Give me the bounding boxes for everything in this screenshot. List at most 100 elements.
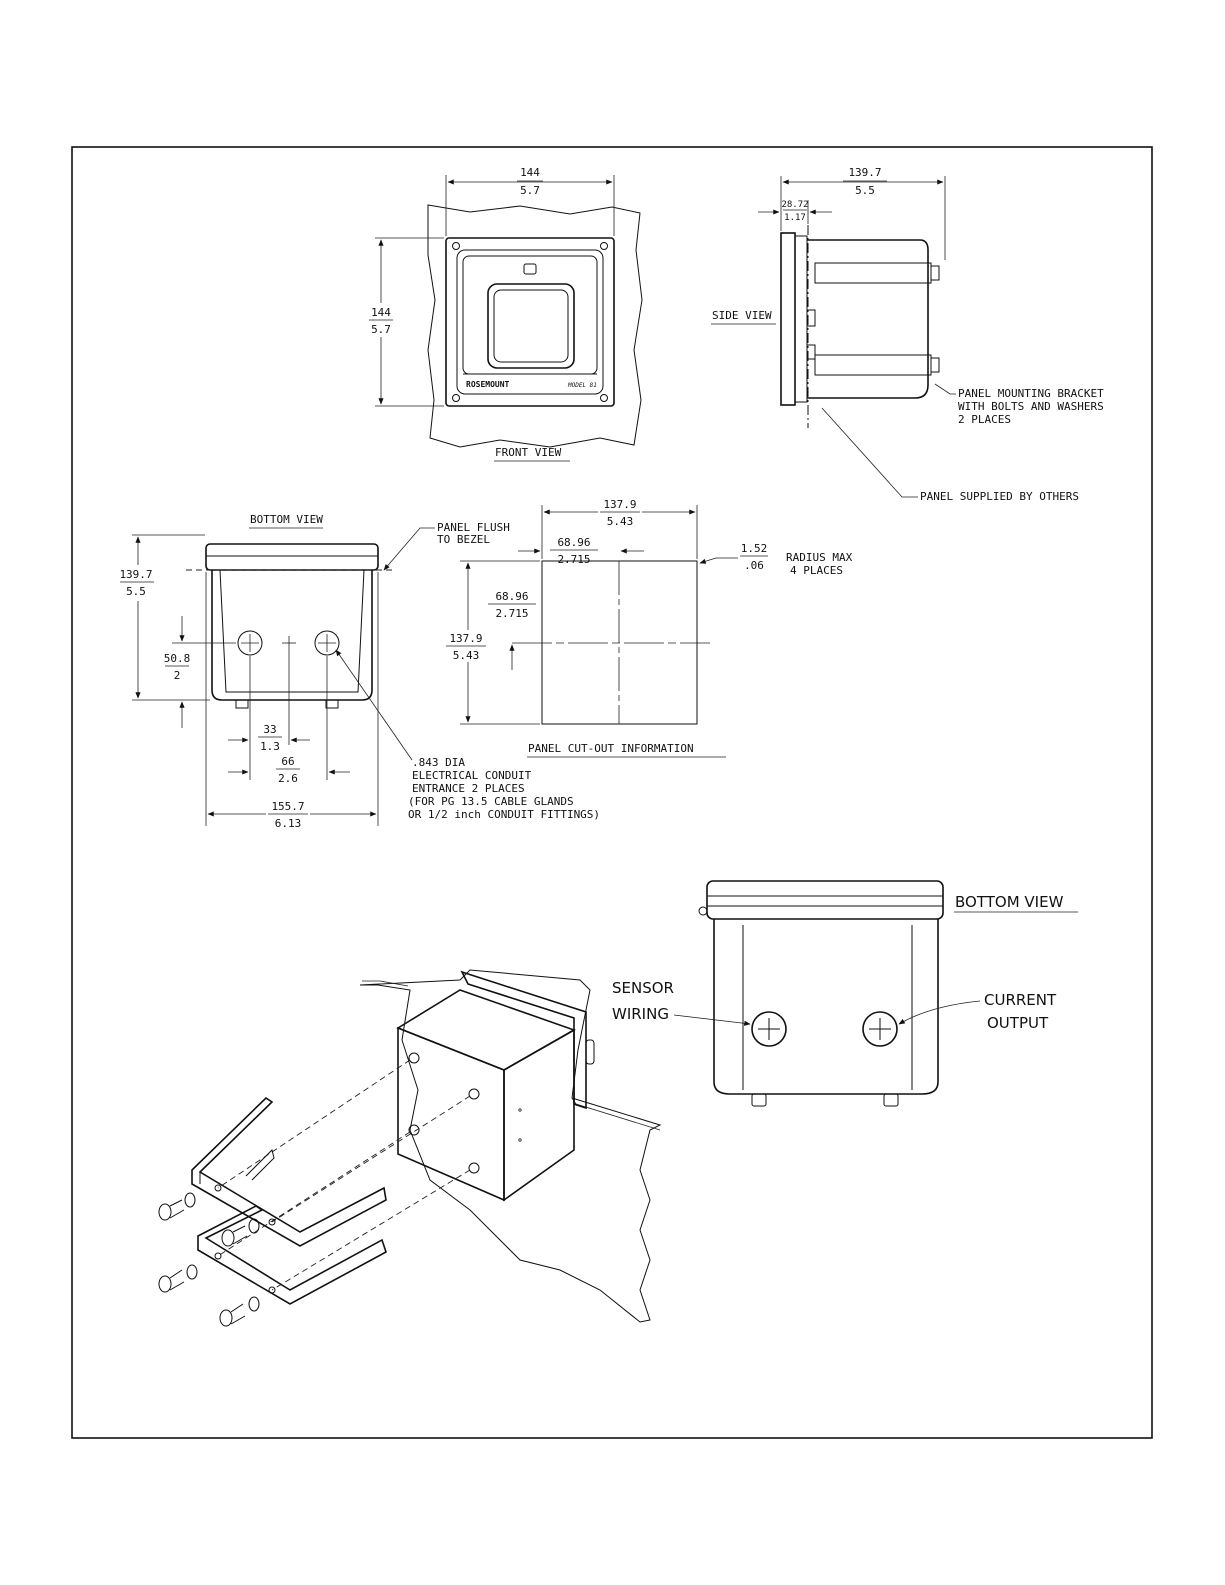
washer-icon <box>184 1192 196 1208</box>
iso-box-side <box>503 1028 575 1202</box>
conduit-leader <box>335 649 413 761</box>
conduit-note-3: ENTRANCE 2 PLACES <box>412 782 525 795</box>
radius-note-2: 4 PLACES <box>790 564 843 577</box>
spacing-mm: 66 <box>281 755 294 768</box>
side-bracket-bottom <box>814 354 932 376</box>
sensor-leader <box>673 1014 751 1026</box>
front-view: ROSEMOUNT MODEL 81 144 5.7 144 5.7 FRONT… <box>367 166 643 462</box>
side-depth-mm: 139.7 <box>848 166 881 179</box>
side-bezel <box>780 232 796 406</box>
washer-icon <box>248 1296 260 1312</box>
sensor-label-1: SENSOR <box>612 979 674 997</box>
conduit-note-4: (FOR PG 13.5 CABLE GLANDS <box>408 795 574 808</box>
front-bezel-inner <box>456 249 604 395</box>
half-spacing-mm: 33 <box>263 723 276 736</box>
large-bottom-title: BOTTOM VIEW <box>955 893 1064 911</box>
bolt-icon <box>219 1296 260 1327</box>
radius-in: .06 <box>744 559 764 572</box>
side-body <box>807 239 929 399</box>
side-depth-in: 5.5 <box>855 184 875 197</box>
front-indicator <box>523 263 537 275</box>
bottom-depth-mm: 139.7 <box>119 568 152 581</box>
bolt-hole-icon <box>468 1088 480 1100</box>
cutout-half-width-in: 2.715 <box>557 553 590 566</box>
front-bezel <box>445 237 615 407</box>
large-body <box>713 919 939 1095</box>
panel-leader <box>821 407 918 498</box>
washer-icon <box>186 1264 198 1280</box>
flush-note-1: PANEL FLUSH <box>437 521 510 534</box>
screw-icon <box>452 242 460 250</box>
output-conduit-icon <box>862 1011 898 1047</box>
conduit-note-1: .843 DIA <box>412 756 465 769</box>
iso-bezel <box>460 970 587 1110</box>
cutout-half-height-mm: 68.96 <box>495 590 528 603</box>
side-bezel-mm: 28.72 <box>781 200 808 210</box>
radius-mm: 1.52 <box>741 542 768 555</box>
bracket-leader <box>934 383 956 395</box>
half-spacing-in: 1.3 <box>260 740 280 753</box>
sensor-conduit-icon <box>751 1011 787 1047</box>
front-brand: ROSEMOUNT <box>466 380 510 389</box>
bracket-note-1: PANEL MOUNTING BRACKET <box>958 387 1104 400</box>
flush-note-2: TO BEZEL <box>437 533 490 546</box>
side-view: 139.7 5.5 28.72 1.17 SIDE VIEW PANEL MOU… <box>711 166 1104 503</box>
cutout-outline <box>541 560 698 725</box>
bolt-hole-icon <box>408 1124 420 1136</box>
cutout-title: PANEL CUT-OUT INFORMATION <box>528 742 694 755</box>
iso-panel <box>359 969 662 1323</box>
bolt-icon <box>158 1192 196 1221</box>
bottom-view-large: BOTTOM VIEW SENSOR WIRING CURRENT OUTPUT <box>612 880 1078 1107</box>
front-width-in: 5.7 <box>520 184 540 197</box>
cutout-width-in: 5.43 <box>607 515 634 528</box>
conduit-note-5: OR 1/2 inch CONDUIT FITTINGS) <box>408 808 600 821</box>
bottom-bracket <box>197 1205 387 1305</box>
hole-height-mm: 50.8 <box>164 652 191 665</box>
conduit-note-2: ELECTRICAL CONDUIT <box>412 769 532 782</box>
bracket-note-3: 2 PLACES <box>958 413 1011 426</box>
screw-icon <box>600 394 608 402</box>
bottom-view: BOTTOM VIEW PANEL FLUSH TO BEZEL 139.7 5… <box>118 513 600 830</box>
isometric-assembly <box>158 969 662 1327</box>
panel-note: PANEL SUPPLIED BY OTHERS <box>920 490 1079 503</box>
bottom-bezel <box>205 543 379 571</box>
cutout-height-mm: 137.9 <box>449 632 482 645</box>
radius-leader <box>699 557 738 564</box>
bolt-icon <box>158 1264 198 1293</box>
flush-leader <box>383 527 435 571</box>
side-view-title: SIDE VIEW <box>712 309 772 322</box>
cutout-height-in: 5.43 <box>453 649 480 662</box>
front-width-mm: 144 <box>520 166 540 179</box>
bolt-icon <box>221 1218 260 1247</box>
conduit-hole-icon <box>314 630 340 656</box>
bolt-hole-icon <box>408 1052 420 1064</box>
conduit-hole-icon <box>237 630 263 656</box>
drawing-frame <box>71 146 1153 1439</box>
radius-note-1: RADIUS MAX <box>786 551 853 564</box>
cutout-width-mm: 137.9 <box>603 498 636 511</box>
cutout-half-height-in: 2.715 <box>495 607 528 620</box>
front-display-window <box>487 283 575 369</box>
screw-icon <box>600 242 608 250</box>
side-bezel-2 <box>794 235 808 403</box>
front-display-window-inner <box>493 289 569 363</box>
cutout-half-width-mm: 68.96 <box>557 536 590 549</box>
output-leader <box>898 1000 981 1025</box>
bolt-hole-icon <box>468 1162 480 1174</box>
front-model: MODEL 81 <box>567 382 597 389</box>
iso-box-front <box>397 1026 505 1202</box>
large-bezel <box>706 880 944 920</box>
bottom-depth-in: 5.5 <box>126 585 146 598</box>
front-panel-broken-edge <box>427 204 643 448</box>
iso-box-top <box>396 989 576 1071</box>
bottom-view-title: BOTTOM VIEW <box>250 513 323 526</box>
bracket-note-2: WITH BOLTS AND WASHERS <box>958 400 1104 413</box>
top-bracket <box>191 1096 387 1247</box>
washer-icon <box>248 1218 260 1234</box>
bottom-width-in: 6.13 <box>275 817 302 830</box>
screw-icon <box>452 394 460 402</box>
panel-cutout: 137.9 5.43 68.96 2.715 137.9 5.43 68.96 … <box>444 498 853 758</box>
front-height-mm: 144 <box>371 306 391 319</box>
sensor-label-2: WIRING <box>612 1005 669 1023</box>
